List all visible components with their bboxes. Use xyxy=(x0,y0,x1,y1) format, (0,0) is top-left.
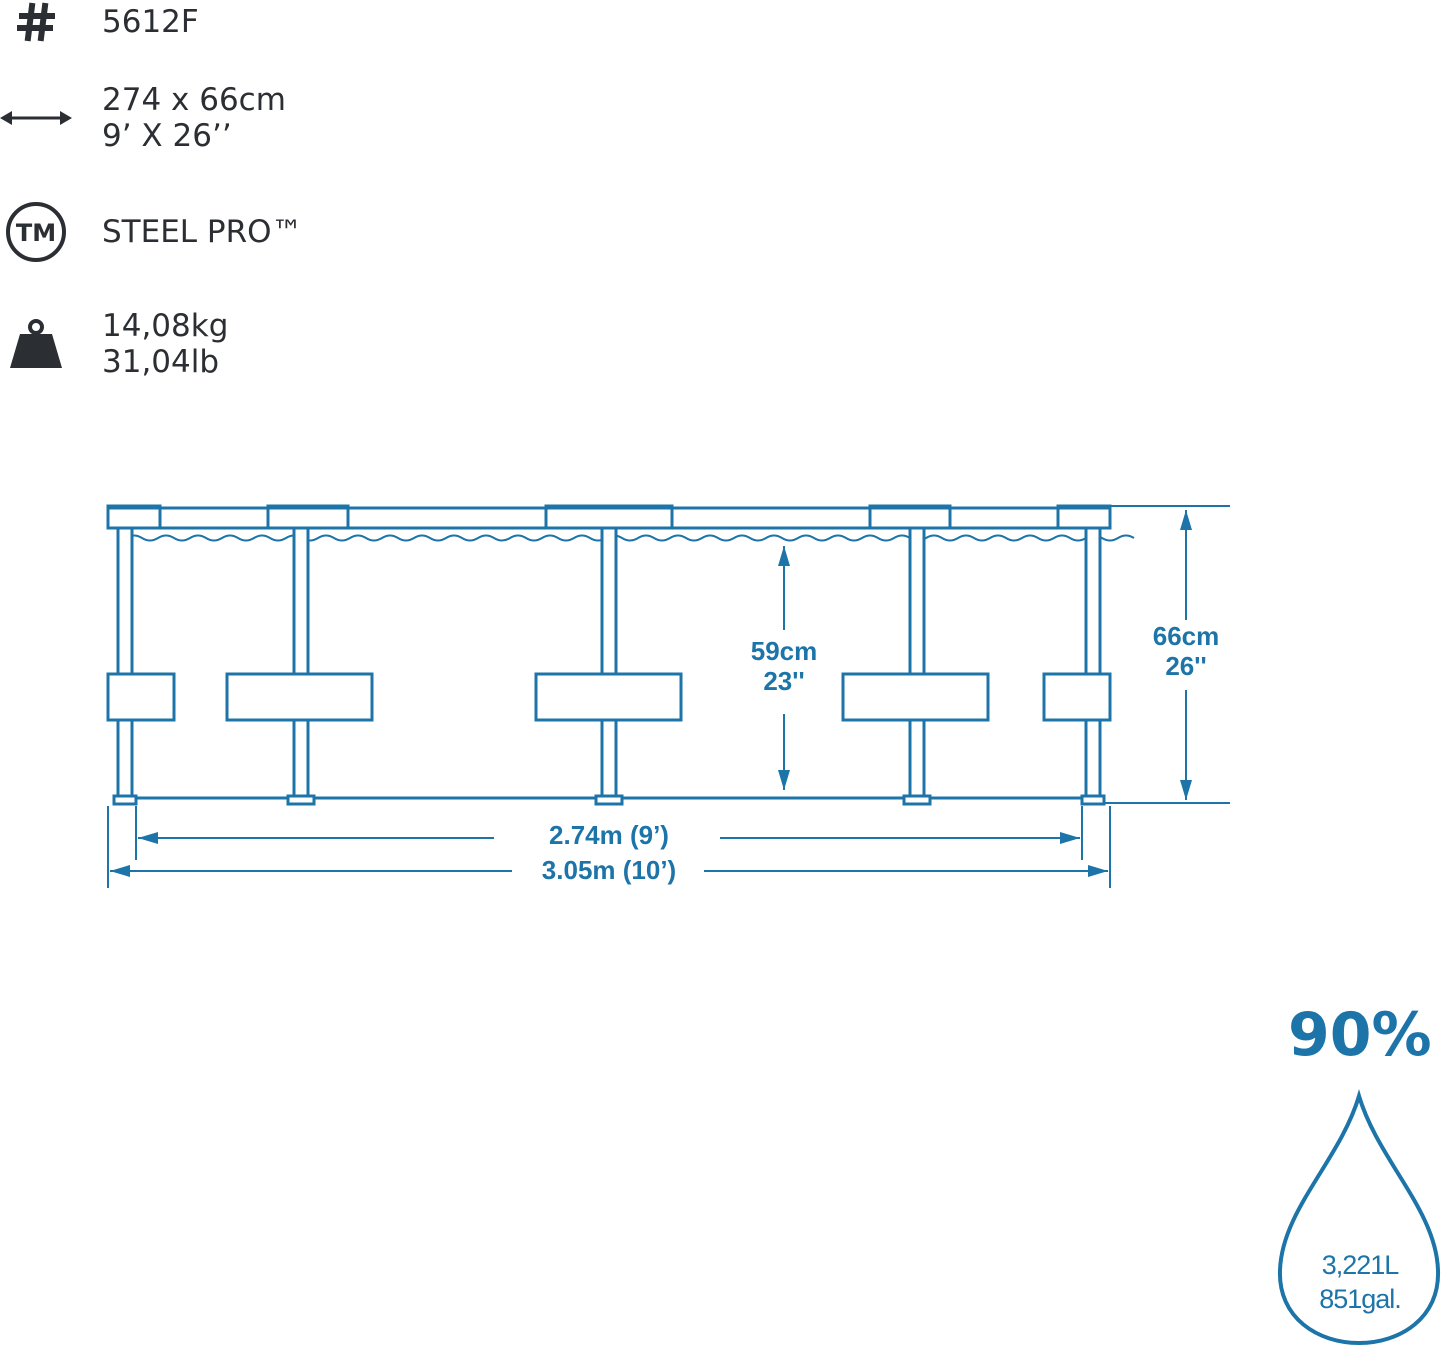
pool-leg xyxy=(908,526,926,802)
model-number: 5612F xyxy=(102,4,199,40)
size-imperial: 9’ X 26’’ xyxy=(102,118,232,154)
weight-icon xyxy=(0,318,72,370)
capacity-gallons: 851gal. xyxy=(1319,1284,1402,1314)
wall-height-label: 66cm 26'' xyxy=(1152,621,1220,681)
spec-size: 274 x 66cm 9’ X 26’’ xyxy=(0,82,286,154)
double-arrow-icon xyxy=(0,106,72,130)
pool-leg xyxy=(1084,526,1102,802)
outer-width-label: 3.05m (10’) xyxy=(541,855,677,885)
rail-coupler xyxy=(106,504,162,530)
hash-icon xyxy=(0,2,72,42)
spec-weight: 14,08kg 31,04lb xyxy=(0,308,228,380)
support-strap xyxy=(225,672,374,722)
water-line xyxy=(125,534,1135,542)
trademark-icon: TM xyxy=(0,200,72,264)
support-strap xyxy=(106,672,176,722)
capacity-label: 3,221L 851gal. xyxy=(1296,1248,1424,1316)
top-rail xyxy=(106,506,1112,530)
leg-foot xyxy=(594,794,624,806)
weight-imperial: 31,04lb xyxy=(102,344,220,380)
pool-leg xyxy=(600,526,618,802)
fill-percent: 90% xyxy=(1288,1000,1432,1070)
spec-brand: TM STEEL PRO™ xyxy=(0,200,303,264)
rail-coupler xyxy=(1056,504,1112,530)
pool-leg xyxy=(116,526,134,802)
svg-text:TM: TM xyxy=(16,219,56,247)
inner-width-label: 2.74m (9’) xyxy=(549,820,669,850)
leg-foot xyxy=(902,794,932,806)
capacity-liters: 3,221L xyxy=(1321,1250,1400,1280)
water-depth-label: 59cm 23'' xyxy=(750,636,818,696)
leg-foot xyxy=(286,794,316,806)
water-drop-icon xyxy=(1277,1088,1441,1346)
pool-leg xyxy=(292,526,310,802)
leg-foot xyxy=(112,794,138,806)
size-metric: 274 x 66cm xyxy=(102,82,286,118)
support-strap xyxy=(1042,672,1112,722)
leg-foot xyxy=(1080,794,1106,806)
support-strap xyxy=(841,672,990,722)
brand-name: STEEL PRO™ xyxy=(102,214,303,250)
spec-model: 5612F xyxy=(0,2,199,42)
support-strap xyxy=(534,672,683,722)
weight-metric: 14,08kg xyxy=(102,308,229,344)
